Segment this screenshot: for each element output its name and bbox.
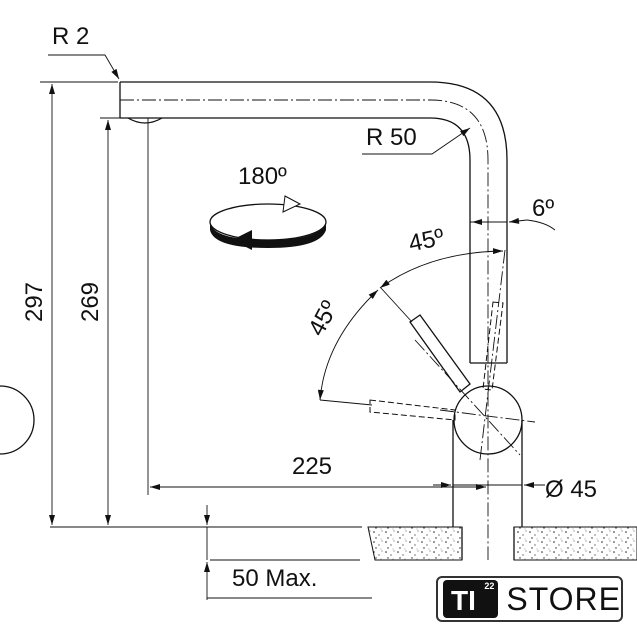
r50-label: R 50 xyxy=(366,124,417,151)
lever-6 xyxy=(482,301,504,391)
angle-45-top-label: 45º xyxy=(406,224,447,258)
lever-45 xyxy=(409,314,471,393)
dimension-269: 269 xyxy=(77,117,126,525)
rotation-label: 180º xyxy=(238,163,287,190)
logo-mark: TI 22 xyxy=(443,580,499,618)
angle-45-left-label: 45º xyxy=(303,296,344,340)
dimension-225: 225 xyxy=(147,118,486,495)
angle-6: 6º xyxy=(470,195,556,231)
logo-word: STORE xyxy=(506,580,621,617)
faucet-spout xyxy=(119,81,508,560)
lever-90 xyxy=(369,399,456,421)
r2-label: R 2 xyxy=(52,23,89,50)
radius-2: R 2 xyxy=(48,23,120,80)
dim-diameter-label: Ø 45 xyxy=(545,476,597,503)
logo-mark-text: TI xyxy=(451,585,476,616)
angle-6-label: 6º xyxy=(532,195,554,222)
faucet-body xyxy=(0,249,536,527)
rotation-arrow-icon xyxy=(209,203,327,241)
dim-269-label: 269 xyxy=(77,282,104,322)
dim-50-max-label: 50 Max. xyxy=(232,565,317,592)
dimension-diameter-45: Ø 45 xyxy=(433,476,597,503)
angle-45-arcs: 45º 45º xyxy=(303,224,504,406)
radius-50: R 50 xyxy=(362,124,471,155)
dimension-50-max: 50 Max. xyxy=(204,505,372,600)
rotation-180: 180º xyxy=(209,163,327,250)
lever-hub xyxy=(0,385,35,455)
countertop xyxy=(50,526,637,561)
logo-superscript: 22 xyxy=(484,581,495,591)
dimension-297: 297 xyxy=(21,81,118,525)
aerator xyxy=(127,117,163,124)
dim-297-label: 297 xyxy=(21,282,48,322)
dim-225-label: 225 xyxy=(292,453,332,480)
store-logo: TI 22 STORE xyxy=(436,576,623,622)
